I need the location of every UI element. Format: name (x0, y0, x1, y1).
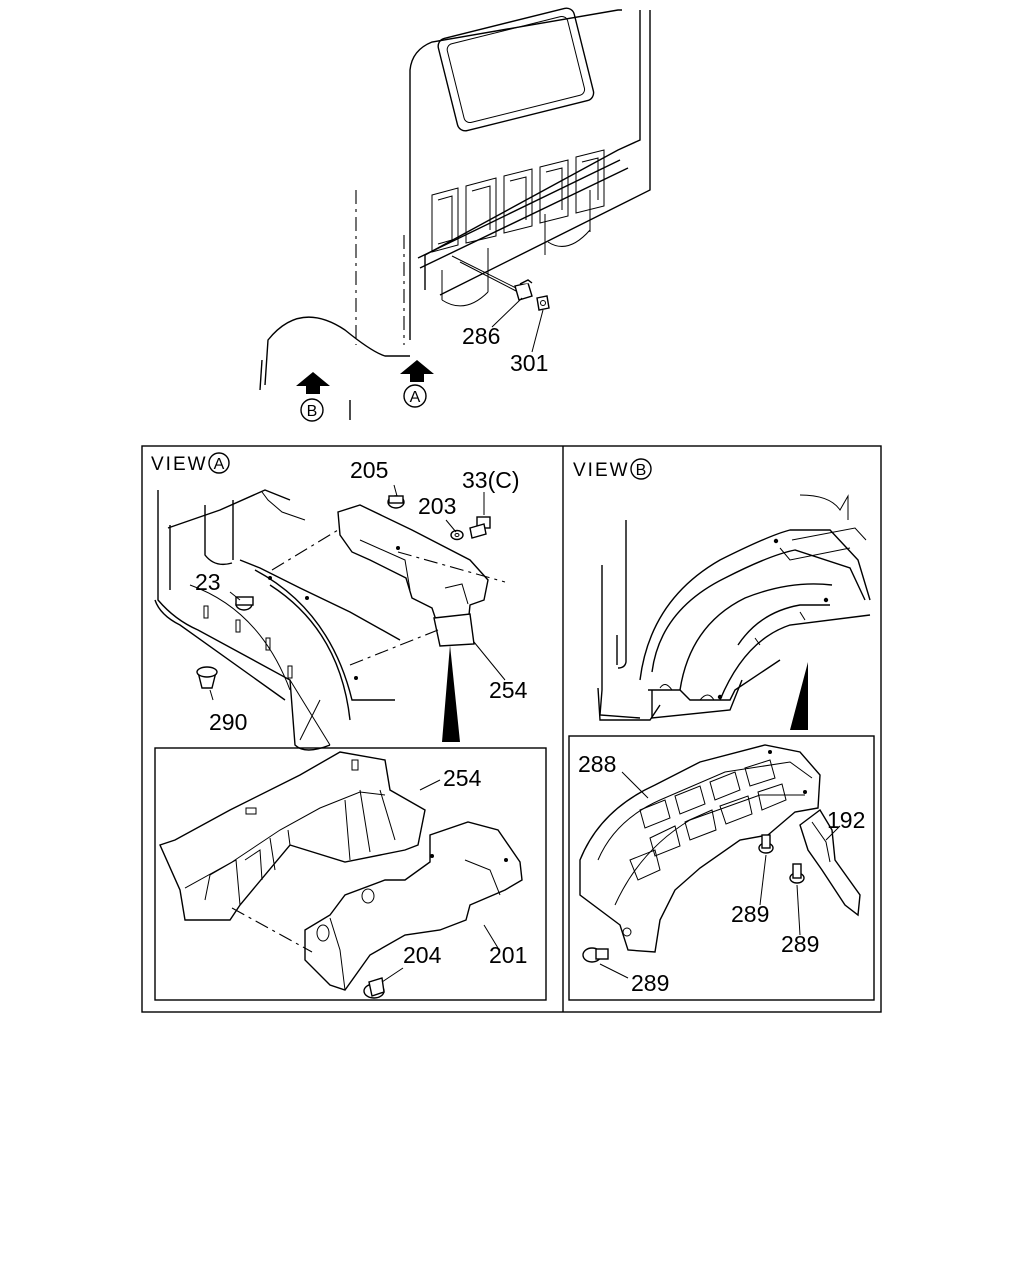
part-201 (304, 821, 523, 991)
arrow-b-label: B (307, 403, 318, 420)
callout-289-a: 289 (731, 901, 769, 927)
callout-33c: 33(C) (462, 467, 520, 493)
view-arrow-b: B (296, 372, 330, 422)
view-b-detail-inset (568, 735, 875, 1001)
part-290-grommet (196, 666, 218, 689)
part-205-bolt (387, 495, 405, 509)
callout-204: 204 (403, 942, 442, 968)
callout-301: 301 (510, 350, 548, 376)
part-203-washer (450, 529, 464, 541)
part-289-bolt-3 (582, 947, 609, 963)
part-23-bolt (235, 596, 254, 611)
callout-290: 290 (209, 709, 247, 735)
view-b-marker: B (636, 462, 647, 479)
callout-289-c: 289 (631, 970, 669, 996)
part-254-lower (159, 751, 426, 921)
view-a-detail-inset (154, 747, 547, 1001)
view-b-panel: VIEW B (568, 458, 875, 1001)
callout-286: 286 (462, 323, 500, 349)
view-b-body-structure (597, 494, 871, 721)
part-289-bolt-2 (789, 863, 805, 884)
callout-254-upper: 254 (489, 677, 528, 703)
arrow-a-label: A (410, 389, 421, 406)
callout-192: 192 (827, 807, 865, 833)
part-289-bolt-1 (758, 834, 774, 854)
part-288-liner (579, 744, 821, 953)
callout-203: 203 (418, 493, 456, 519)
view-b-title: VIEW (573, 460, 630, 481)
view-a-title: VIEW (151, 454, 208, 475)
view-a-body-structure (154, 489, 401, 751)
callout-289-b: 289 (781, 931, 819, 957)
part-192-bracket (799, 808, 861, 917)
callout-288: 288 (578, 751, 616, 777)
callout-201: 201 (489, 942, 527, 968)
cab-rear-overview (259, 7, 651, 420)
views-frame (141, 445, 882, 1013)
callout-23: 23 (195, 569, 221, 595)
view-a-marker: A (214, 456, 225, 473)
part-254-upper (337, 504, 489, 647)
callout-254-lower: 254 (443, 765, 482, 791)
view-a-panel: VIEW A (151, 452, 547, 1001)
view-arrow-a: A (400, 360, 434, 408)
callout-205: 205 (350, 457, 388, 483)
part-204-clip (363, 977, 385, 999)
part-33c-bolt (469, 516, 491, 539)
